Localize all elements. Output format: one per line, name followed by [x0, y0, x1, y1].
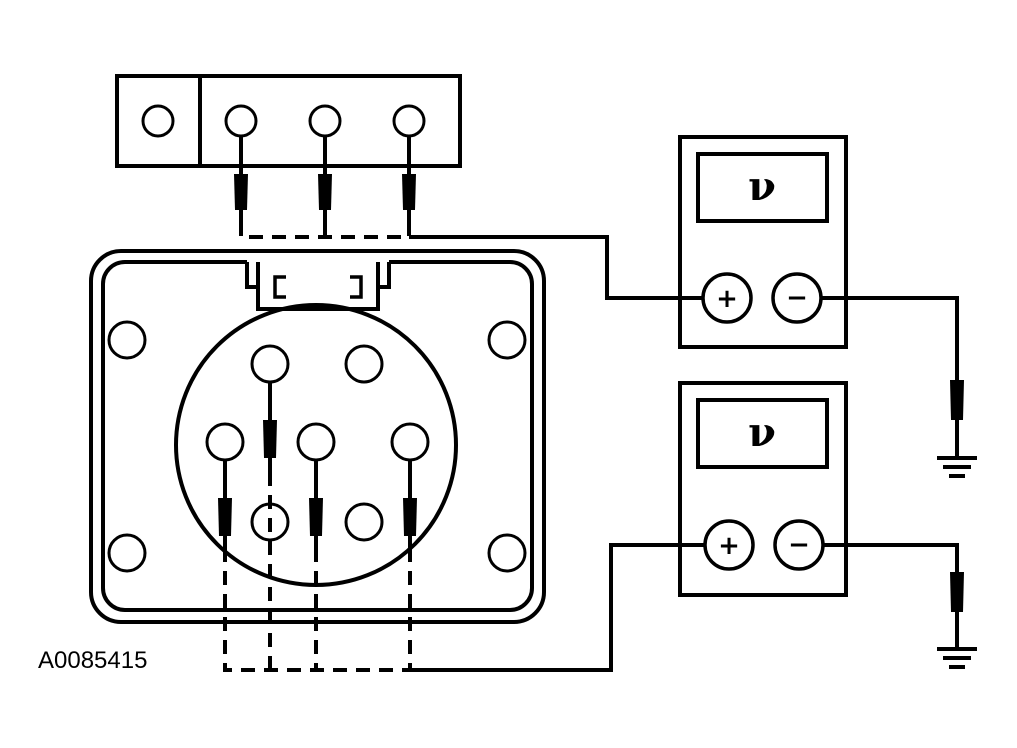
voltmeter-2-symbol: ν — [748, 409, 776, 456]
voltmeter-1: ν + − — [678, 135, 848, 349]
bottom-harness — [223, 472, 705, 672]
module-pin-7 — [344, 502, 384, 542]
top-harness — [239, 222, 703, 300]
voltmeter-1-ground-lead — [821, 296, 977, 478]
latch-tab — [245, 256, 391, 311]
module-pin-2 — [344, 344, 384, 384]
mount-hole-bottom-right — [487, 533, 527, 573]
figure-reference-id: A0085415 — [38, 647, 147, 674]
mount-hole-top-right — [487, 320, 527, 360]
voltmeter-2-ground-lead — [823, 543, 977, 669]
voltmeter-1-positive-label: + — [716, 284, 738, 314]
voltmeter-2-positive-label: + — [718, 531, 740, 561]
voltmeter-2-positive-terminal — [703, 519, 755, 571]
top-connector-pin-2 — [224, 104, 258, 138]
probe-module-pin-3 — [218, 460, 232, 548]
voltmeter-2: ν + − — [678, 381, 848, 597]
voltmeter-1-symbol: ν — [748, 163, 776, 210]
module-pin-1 — [250, 344, 290, 384]
voltmeter-2-display — [696, 398, 829, 469]
module-pin-4 — [296, 422, 336, 462]
module-housing — [89, 249, 546, 624]
ground-symbol-1 — [937, 456, 977, 478]
mount-hole-bottom-left — [107, 533, 147, 573]
top-connector-body — [115, 74, 462, 168]
probe-top-3 — [402, 136, 416, 224]
probe-top-2 — [318, 136, 332, 224]
module-pin-3 — [205, 422, 245, 462]
probe-top-1 — [234, 136, 248, 224]
top-probes — [234, 136, 416, 224]
voltmeter-2-negative-label: − — [788, 530, 810, 560]
mount-hole-top-left — [107, 320, 147, 360]
voltmeter-1-display — [696, 152, 829, 223]
voltmeter-2-body — [678, 381, 848, 597]
voltmeter-1-negative-label: − — [786, 283, 808, 313]
voltmeter-1-body — [678, 135, 848, 349]
top-connector-pin-1 — [141, 104, 175, 138]
top-connector-pin-3 — [308, 104, 342, 138]
probe-module-pin-1 — [263, 382, 277, 472]
voltmeter-1-positive-terminal — [701, 272, 753, 324]
module-pin-5 — [390, 422, 430, 462]
module-probes — [218, 382, 417, 548]
probe-module-pin-4 — [309, 460, 323, 548]
top-connector-pin-4 — [392, 104, 426, 138]
ground-symbol-2 — [937, 647, 977, 669]
probe-module-pin-5 — [403, 460, 417, 548]
